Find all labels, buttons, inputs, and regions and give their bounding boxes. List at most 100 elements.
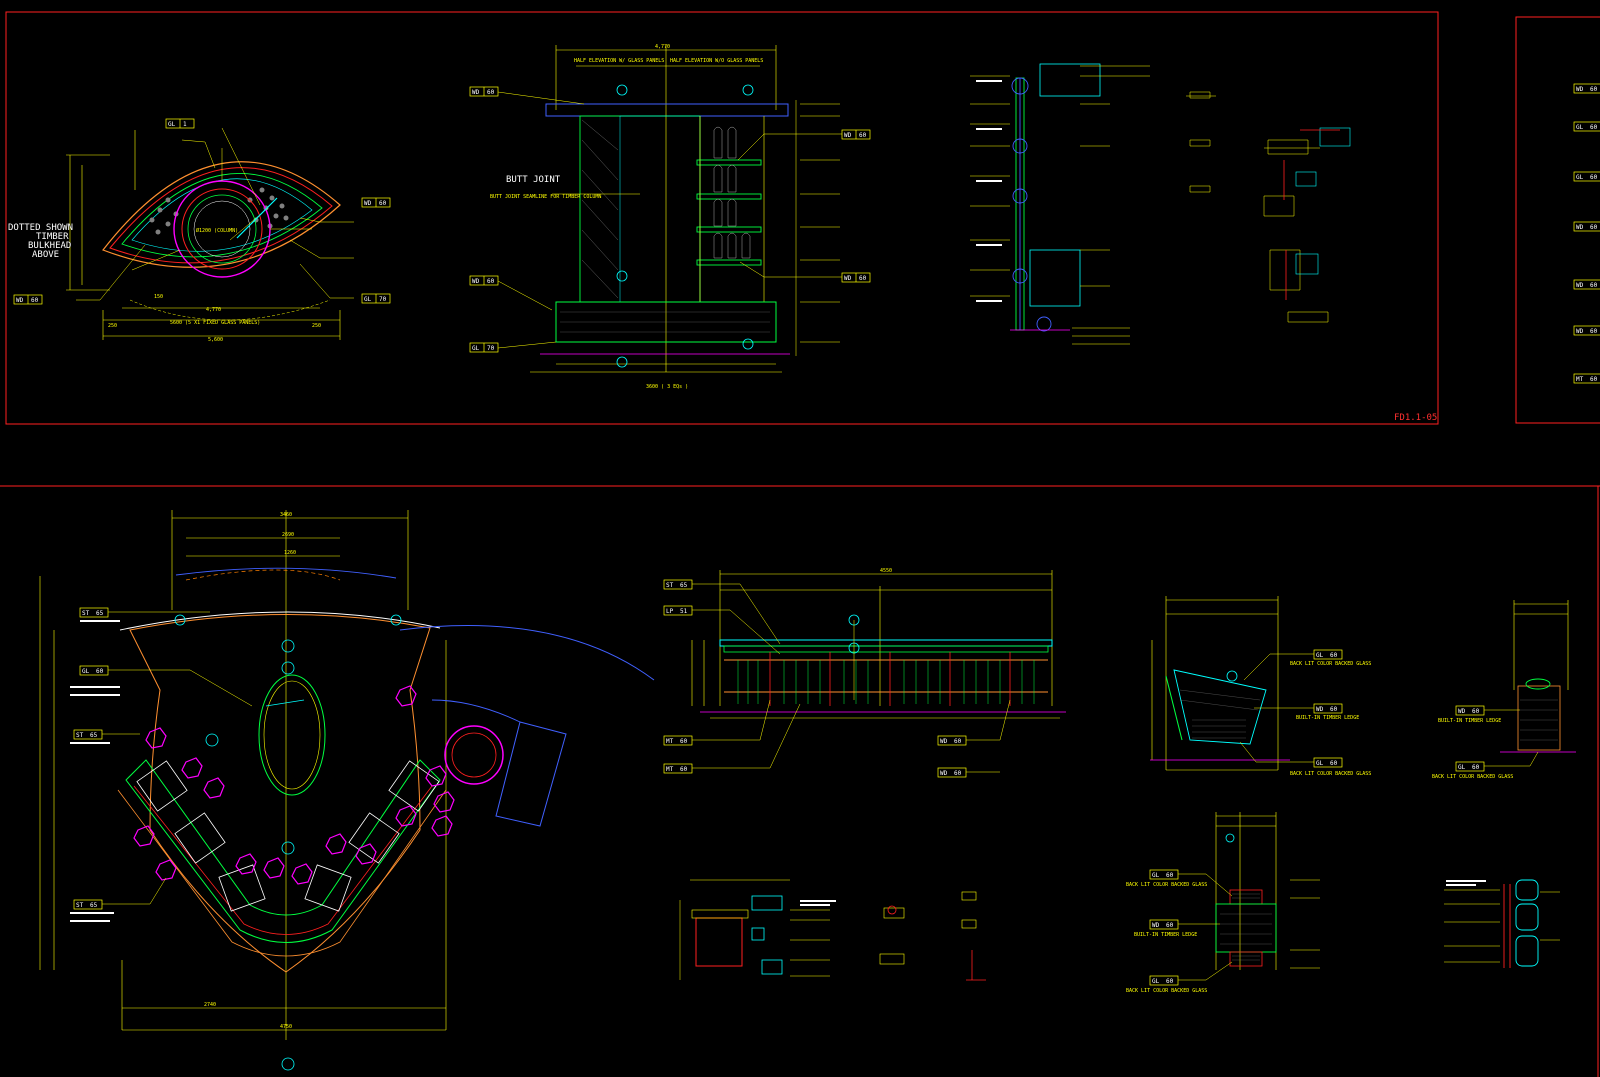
elev-tag-3: WD 60: [841, 272, 871, 283]
tag-code: GL: [1576, 174, 1584, 181]
plan-top-dim-0: 4,770: [206, 307, 221, 313]
tag-code: GL: [168, 121, 176, 128]
tag-code: WD: [844, 132, 852, 139]
detail-group-bottom-center: [679, 879, 986, 981]
plan-view-top: 5600 (5 X1 FIXED GLASS PANELS) 4,770 150…: [8, 118, 391, 343]
elev-top-header-right: HALF ELEVATION W/O GLASS PANELS: [670, 58, 763, 64]
tag-code: GL: [1576, 124, 1584, 131]
section-right-label-1: BUILT-IN TIMBER LEDGE: [1296, 715, 1359, 721]
tag-num: 60: [1166, 922, 1174, 929]
eb-tag-5: WD 60: [937, 767, 967, 778]
tag-num: 60: [487, 278, 495, 285]
tag-code: GL: [1316, 652, 1324, 659]
sfr-tag-0: WD 60: [1455, 705, 1485, 716]
tag-num: 60: [680, 766, 688, 773]
plan-top-column-label: Ø1200 (COLUMN): [196, 227, 238, 234]
tag-num: 60: [487, 89, 495, 96]
sfr-tag-1: GL 60: [1455, 761, 1485, 772]
elev-top-top-dim: 4,770: [655, 44, 670, 50]
section-markers: [1225, 833, 1235, 843]
elev-tag-0: WD 60: [469, 86, 499, 97]
tag-wd-60: WD 60: [361, 197, 391, 208]
tag-code: GL: [82, 668, 90, 675]
tag-num: 65: [96, 610, 104, 617]
plan-view-bottom: 3460 2690 1260 4750 2740: [39, 510, 655, 1071]
sheet-frame-top: FD1.1-05: [5, 11, 1600, 425]
tag-num: 70: [487, 345, 495, 352]
tag-code: GL: [1152, 978, 1160, 985]
elevation-view-top: 4,770 HALF ELEVATION W/ GLASS PANELS HAL…: [469, 44, 871, 390]
tag-num: 60: [859, 275, 867, 282]
tag-num: 60: [31, 297, 39, 304]
tag-num: 60: [1330, 652, 1338, 659]
pb-tag-3: ST 65: [73, 899, 103, 910]
tag-num: 1: [183, 121, 187, 128]
plan-top-bulkhead-note-2: BULKHEAD: [28, 241, 71, 251]
plan-top-bulkhead-note-3: ABOVE: [32, 250, 59, 260]
tag-num: 60: [96, 668, 104, 675]
plan-bottom-dim-2: 1260: [284, 550, 296, 556]
plan-top-bulkhead-note-1: TIMBER: [36, 232, 69, 242]
tag-num: 60: [1330, 760, 1338, 767]
eb-tag-3: MT 60: [663, 763, 693, 774]
elev-top-center-label: BUTT JOINT SEAMLINE FOR TIMBER COLUMN: [490, 194, 601, 200]
plan-top-dim-4: 250: [312, 323, 321, 329]
plan-top-overall-dim: 5600 (5 X1 FIXED GLASS PANELS): [170, 320, 260, 326]
pb-tag-1: GL 60: [79, 665, 109, 676]
tag-num: 60: [680, 738, 688, 745]
tag-num: 60: [1472, 764, 1480, 771]
plan-bottom-dim-0: 3460: [280, 512, 292, 518]
tag-gl-70: GL 70: [361, 293, 391, 304]
tag-num: 51: [680, 608, 688, 615]
tag-num: 60: [859, 132, 867, 139]
elev-tag-1: WD 60: [841, 129, 871, 140]
tag-code: GL: [364, 296, 372, 303]
sheet-number: FD1.1-05: [1394, 413, 1437, 423]
section-right-label-0: BACK LIT COLOR BACKED GLASS: [1290, 661, 1371, 667]
section-detail-top: [970, 63, 1351, 345]
elev-tag-4: GL 70: [469, 342, 499, 353]
dbr-tag-1: WD 60: [1149, 919, 1179, 930]
tag-num: 65: [90, 902, 98, 909]
tag-code: WD: [940, 738, 948, 745]
plan-top-dim-2: 5,600: [208, 337, 223, 343]
elev-top-center-label-0: BUTT JOINT: [506, 175, 561, 185]
tag-code: WD: [940, 770, 948, 777]
tag-num: 60: [1330, 706, 1338, 713]
plan-top-dim-1: 150: [154, 294, 163, 300]
tag-code: WD: [472, 89, 480, 96]
tag-code: ST: [76, 902, 84, 909]
tag-code: GL: [1152, 872, 1160, 879]
dbr-label-2: BACK LIT COLOR BACKED GLASS: [1126, 988, 1207, 994]
tag-code: WD: [1576, 282, 1584, 289]
tag-code: WD: [1152, 922, 1160, 929]
tag-code: WD: [844, 275, 852, 282]
sheet-frame-bottom: [0, 485, 1600, 1077]
tag-num: 60: [1590, 224, 1598, 231]
tag-num: 60: [1590, 124, 1598, 131]
tag-num: 60: [954, 770, 962, 777]
tag-num: 60: [1590, 86, 1598, 93]
tag-code: MT: [666, 766, 674, 773]
tag-num: 60: [1472, 708, 1480, 715]
sfr-label-0: BUILT-IN TIMBER LEDGE: [1438, 718, 1501, 724]
tag-num: 65: [90, 732, 98, 739]
tag-code: GL: [1458, 764, 1466, 771]
tag-code: WD: [1458, 708, 1466, 715]
tag-wd-60-b: WD 60: [13, 294, 43, 305]
tag-num: 60: [379, 200, 387, 207]
tag-code: MT: [1576, 376, 1584, 383]
tag-code: ST: [82, 610, 90, 617]
